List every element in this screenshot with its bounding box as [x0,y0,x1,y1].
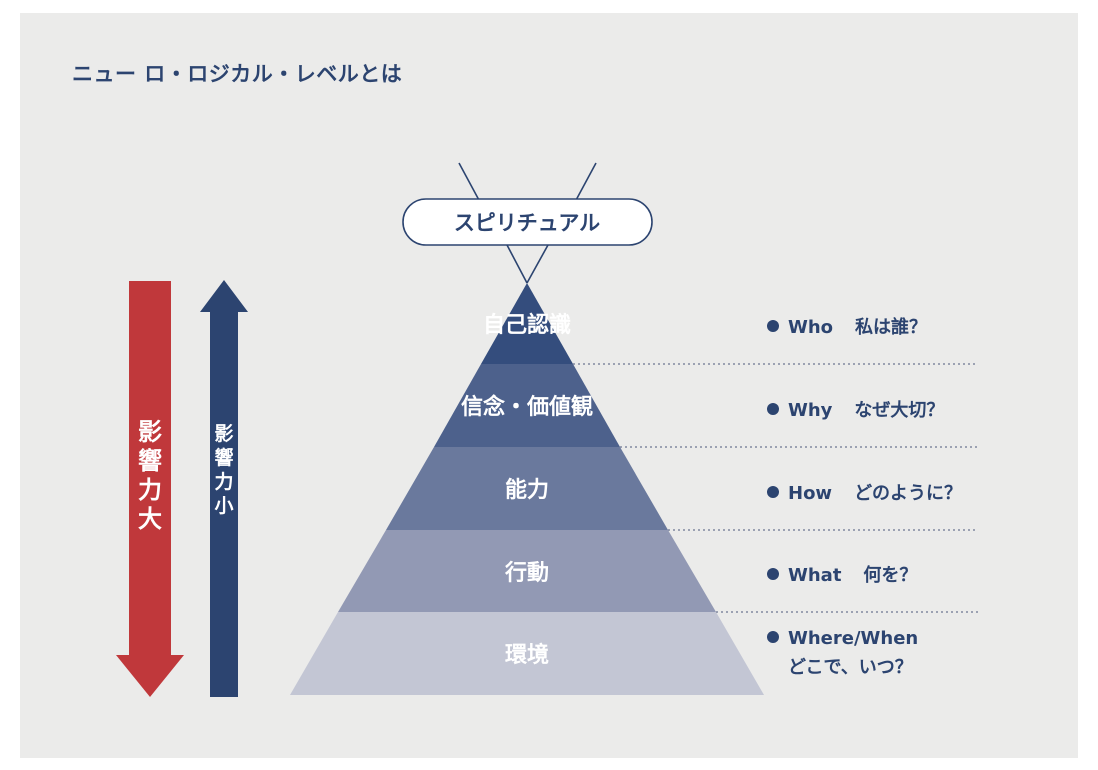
pyramid-tier-beliefs-values [434,364,620,447]
funnel-line-bottom-right [526,244,549,284]
influence-large-arrow: 影響力大 [116,281,184,697]
level-label-behavior: 行動 [504,560,549,586]
question-en: Why [788,400,833,421]
question-where-when: Where/When どこで、いつ？ [767,628,940,679]
page-title: ニュー ロ・ロジカル・レベルとは [72,62,403,86]
question-ja: 何を？ [863,565,918,586]
question-en: Where/When [788,628,919,649]
level-label-self-identity: 自己認識 [483,312,571,338]
question-ja: どこで、いつ？ [788,657,913,678]
spiritual-label: スピリチュアル [402,198,653,246]
funnel-line-top-right [574,162,597,203]
pyramid: 自己認識 信念・価値観 能力 行動 環境 [290,283,764,695]
pyramid-tier-environment [290,612,764,695]
level-separators [573,363,978,613]
question-en: Who [788,317,834,338]
question-ja: なぜ大切？ [854,400,945,421]
level-label-capabilities: 能力 [505,477,549,503]
question-en: What [788,565,842,586]
funnel-line-top-left [458,162,481,203]
bullet-icon [767,486,779,498]
question-how: How どのように？ [767,479,962,505]
question-ja: どのように？ [854,483,963,504]
funnel-line-bottom-left [506,244,528,284]
influence-small-label: 影響力小 [214,423,233,517]
question-what: What 何を？ [767,561,917,587]
level-label-environment: 環境 [505,642,549,668]
level-label-beliefs-values: 信念・価値観 [461,394,593,420]
bullet-icon [767,568,779,580]
influence-small-arrow: 影響力小 [200,280,248,697]
bullet-icon [767,631,779,643]
question-why: Why なぜ大切？ [767,396,944,422]
arrow-up-icon [200,280,248,697]
bullet-icon [767,320,779,332]
spiritual-label-text: スピリチュアル [454,211,600,235]
spiritual-funnel [458,162,597,284]
influence-large-label: 影響力大 [138,418,162,533]
pyramid-tier-behavior [338,530,716,612]
bullet-icon [767,403,779,415]
question-en: How [788,483,833,504]
pyramid-tier-self-identity [481,283,573,364]
arrow-down-icon [116,281,184,697]
question-who: Who 私は誰？ [767,313,927,339]
pyramid-tier-capabilities [386,447,668,530]
question-ja: 私は誰？ [855,317,928,338]
spiritual-pill [402,198,653,246]
